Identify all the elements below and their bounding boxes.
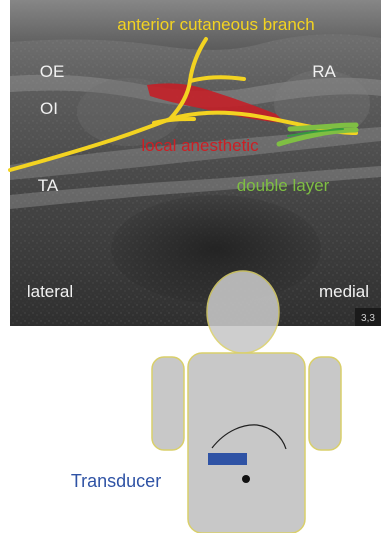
- label-ra: RA: [312, 62, 336, 81]
- torso-shape: [188, 353, 305, 533]
- head-shape: [207, 271, 279, 353]
- label-anterior-cutaneous-branch: anterior cutaneous branch: [117, 15, 315, 34]
- label-double-layer: double layer: [237, 176, 330, 195]
- label-oi: OI: [40, 99, 58, 118]
- label-medial: medial: [319, 282, 369, 301]
- label-oe: OE: [40, 62, 65, 81]
- label-local-anesthetic: local anesthetic: [141, 136, 259, 155]
- scale-label: 3,3: [361, 313, 375, 324]
- right-arm-shape: [309, 357, 341, 450]
- transducer-label: Transducer: [71, 471, 161, 491]
- left-arm-shape: [152, 357, 184, 450]
- ultrasound-panel: anterior cutaneous branch OE OI TA RA lo…: [10, 0, 381, 326]
- umbilicus-dot: [242, 475, 250, 483]
- transducer-marker: [208, 453, 247, 465]
- label-ta: TA: [38, 176, 59, 195]
- label-lateral: lateral: [27, 282, 73, 301]
